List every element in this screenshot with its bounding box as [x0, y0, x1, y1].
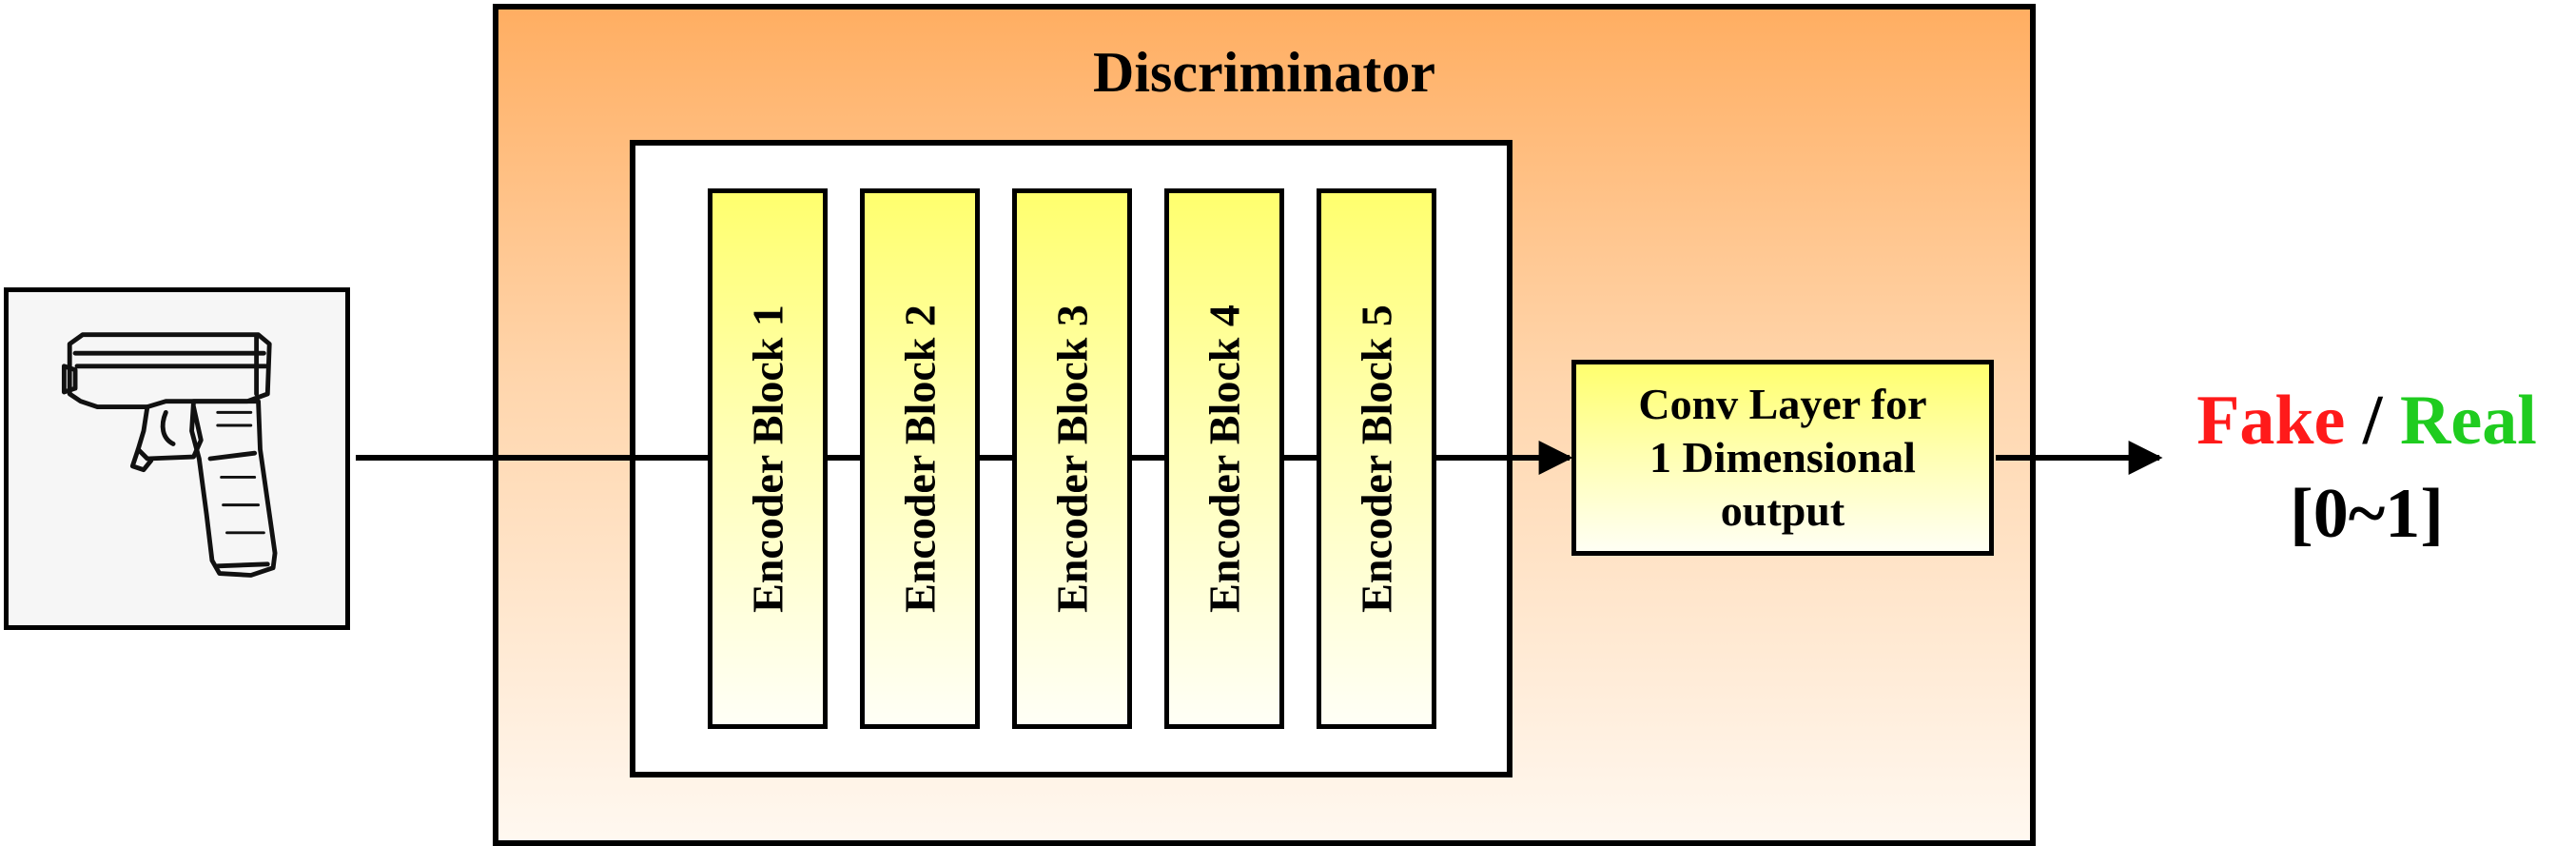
conv-layer-line-1: Conv Layer for — [1638, 380, 1927, 428]
encoder-block-4: Encoder Block 4 — [1164, 188, 1284, 729]
real-label: Real — [2399, 382, 2537, 460]
encoder-block-2: Encoder Block 2 — [860, 188, 980, 729]
conv-layer-block: Conv Layer for 1 Dimensional output — [1571, 360, 1994, 556]
encoder-block-4-label: Encoder Block 4 — [1200, 305, 1249, 613]
conv-layer-label: Conv Layer for 1 Dimensional output — [1638, 378, 1926, 538]
conv-layer-line-3: output — [1720, 486, 1845, 535]
discriminator-title: Discriminator — [1093, 41, 1435, 104]
input-image — [4, 287, 350, 630]
encoder-block-3-label: Encoder Block 3 — [1047, 305, 1097, 613]
encoder-block-5: Encoder Block 5 — [1317, 188, 1436, 729]
output-separator: / — [2362, 382, 2383, 460]
pistol-icon — [61, 332, 278, 578]
encoder-block-3: Encoder Block 3 — [1012, 188, 1132, 729]
encoder-block-1: Encoder Block 1 — [708, 188, 828, 729]
encoder-block-5-label: Encoder Block 5 — [1352, 305, 1401, 613]
output-range: [0~1] — [2290, 475, 2444, 553]
encoder-block-2-label: Encoder Block 2 — [895, 305, 945, 613]
conv-layer-line-2: 1 Dimensional — [1649, 433, 1916, 482]
fake-label: Fake — [2196, 382, 2346, 460]
output-label: Fake / Real — [2157, 381, 2576, 462]
encoder-block-1-label: Encoder Block 1 — [743, 305, 792, 613]
